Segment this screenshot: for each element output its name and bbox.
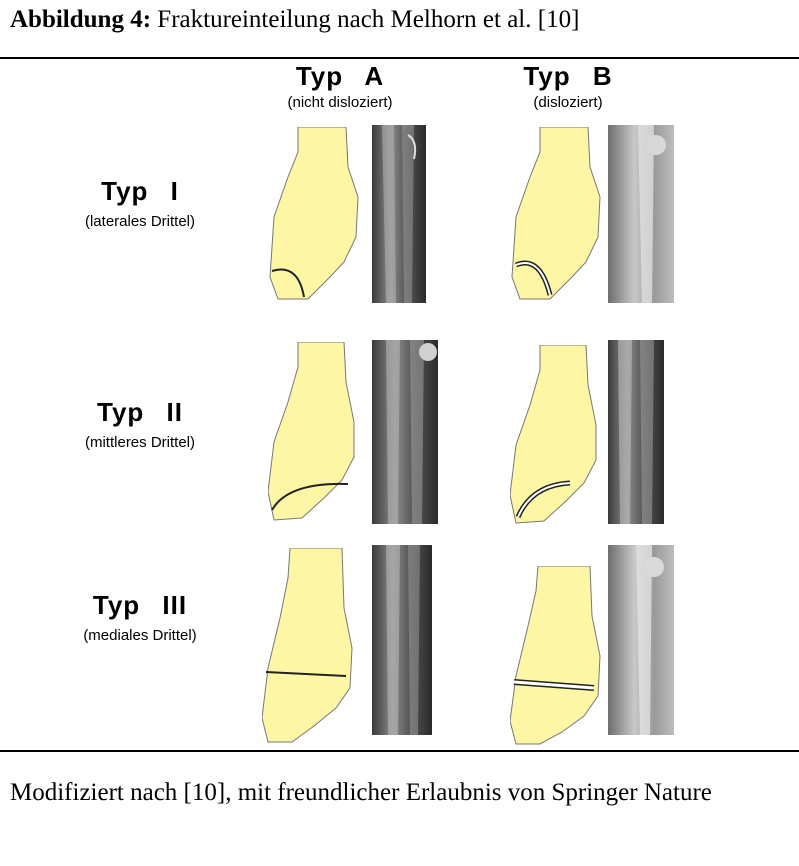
caption-label: Abbildung 4: [10, 6, 151, 33]
bone-drawing-typ-i-a [268, 127, 360, 301]
xray-typ-iii-a [372, 545, 432, 735]
row-subtitle: (mediales Drittel) [55, 627, 225, 644]
row-title: Typ III [55, 590, 225, 621]
bone-drawing-typ-ii-b [510, 345, 600, 525]
figure-source-note: Modifiziert nach [10], mit freundlicher … [10, 770, 790, 815]
xray-typ-iii-b [608, 545, 674, 735]
row-subtitle: (laterales Drittel) [55, 213, 225, 230]
column-header-typ-a: Typ A (nicht disloziert) [240, 61, 440, 111]
row-header-typ-i: Typ I (laterales Drittel) [55, 176, 225, 230]
xray-typ-ii-a [372, 340, 438, 524]
xray-typ-ii-b [608, 340, 664, 524]
caption-text: Frakture­inteilung nach Melhorn et al. [… [151, 6, 579, 33]
column-subtitle: (nicht disloziert) [240, 94, 440, 111]
bone-drawing-typ-ii-a [268, 342, 360, 522]
bottom-rule [0, 750, 799, 752]
row-title: Typ II [55, 397, 225, 428]
xray-typ-i-a [372, 125, 426, 303]
bone-drawing-typ-i-b [510, 127, 602, 301]
bone-drawing-typ-iii-b [510, 566, 602, 746]
xray-typ-i-b [608, 125, 674, 303]
row-header-typ-ii: Typ II (mittleres Drittel) [55, 397, 225, 451]
figure-caption: Abbildung 4: Frakture­inteilung nach Mel… [10, 6, 579, 34]
bone-drawing-typ-iii-a [262, 548, 354, 744]
column-header-typ-b: Typ B (disloziert) [478, 61, 658, 111]
row-title: Typ I [55, 176, 225, 207]
column-title: Typ A [240, 61, 440, 92]
column-subtitle: (disloziert) [478, 94, 658, 111]
fracture-classification-figure: Typ A (nicht disloziert) Typ B (dislozie… [0, 59, 799, 749]
row-header-typ-iii: Typ III (mediales Drittel) [55, 590, 225, 644]
column-title: Typ B [478, 61, 658, 92]
row-subtitle: (mittleres Drittel) [55, 434, 225, 451]
